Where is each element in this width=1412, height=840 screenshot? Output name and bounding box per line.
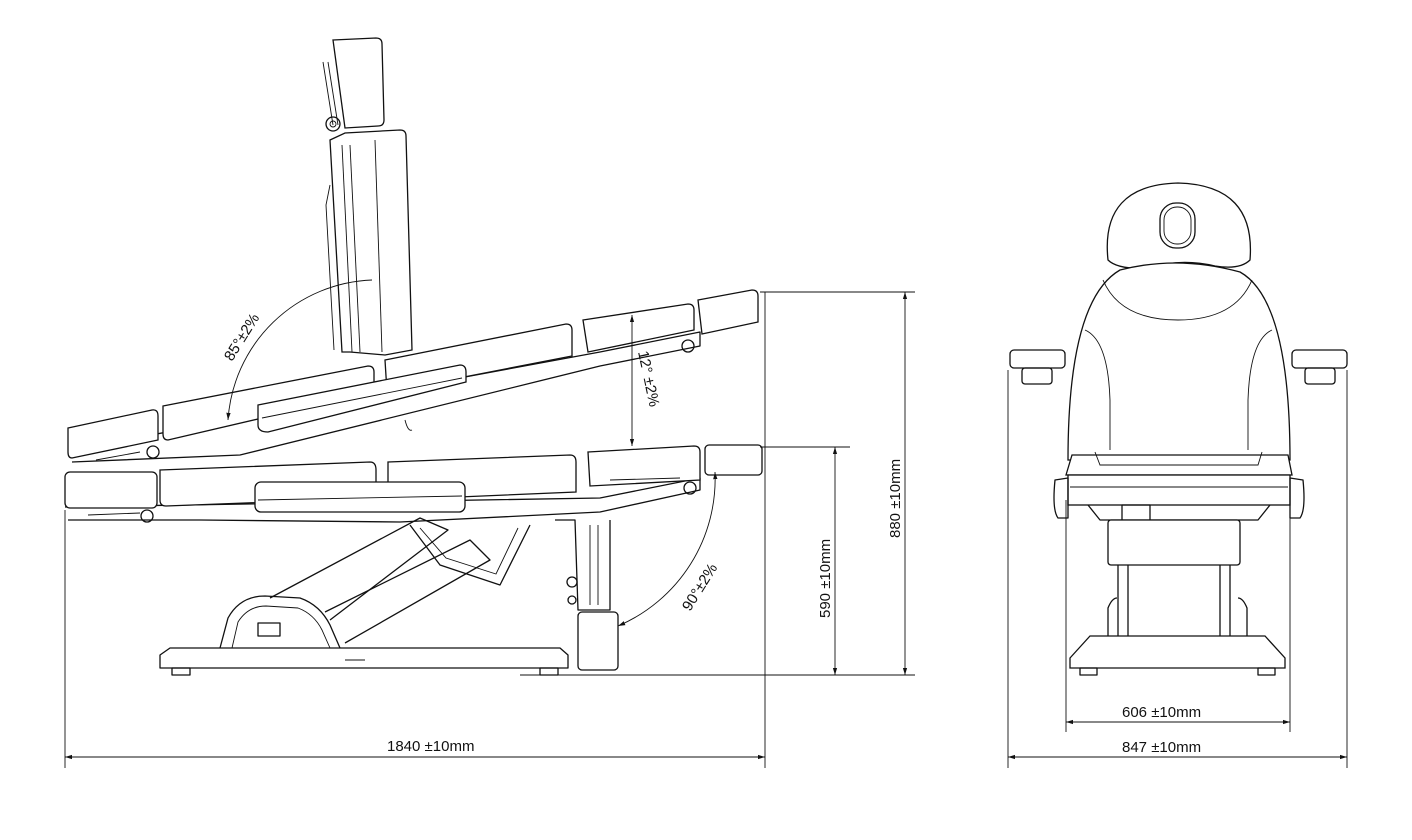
overall-length-label: 1840 ±10mm: [387, 738, 474, 755]
front-view: [1009, 182, 1348, 676]
inner-width-label: 606 ±10mm: [1122, 704, 1201, 721]
overall-width-label: 847 ±10mm: [1122, 739, 1201, 756]
front-base: [1069, 635, 1286, 669]
backrest-angle-arc: [226, 279, 373, 421]
side-view: [64, 37, 763, 676]
tilt-angle-label: 12° ±2%: [634, 349, 662, 408]
lift-housing: [219, 517, 531, 649]
front-dimension-lines: [1007, 370, 1348, 768]
legrest-angle-arc: [617, 471, 718, 627]
legrest-angle-label: 90°±2%: [679, 560, 721, 614]
base-plate: [159, 647, 569, 676]
backrest-upright: [322, 37, 413, 356]
leg-rest-lowered: [555, 519, 619, 671]
backrest: [1067, 262, 1291, 461]
bed-flat-position: [64, 444, 763, 523]
backrest-angle-label: 85°±2%: [221, 310, 263, 364]
bed-tilted-position: [67, 289, 759, 463]
column-housing: [1107, 519, 1241, 566]
max-height-label: 880 ±10mm: [887, 459, 904, 538]
side-dimension-lines: [64, 291, 915, 768]
armrest-left: [1009, 349, 1066, 369]
armrest-right: [1291, 349, 1348, 369]
seat-height-label: 590 ±10mm: [817, 539, 834, 618]
headrest: [1106, 182, 1252, 269]
